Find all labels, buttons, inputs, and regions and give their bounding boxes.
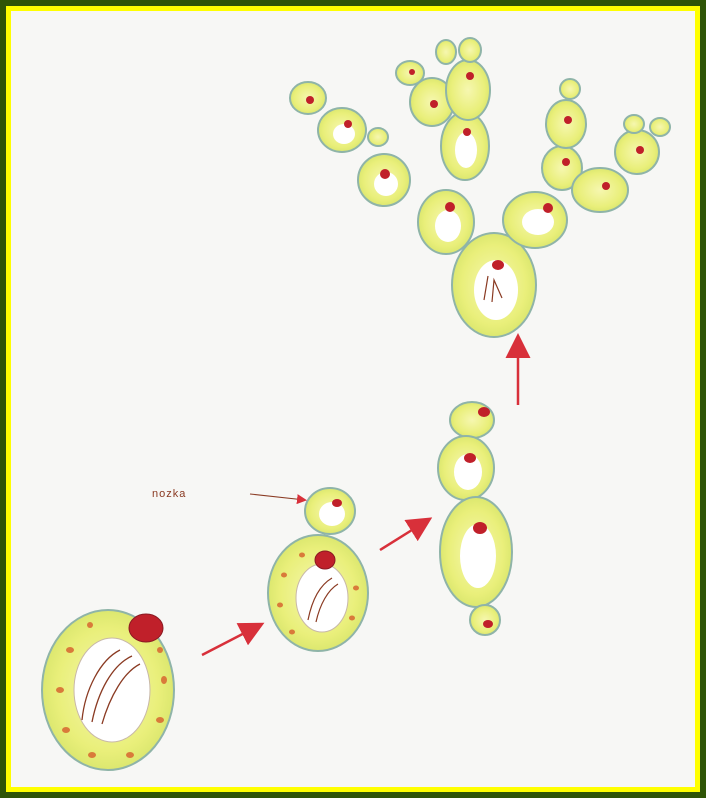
bud bbox=[305, 488, 355, 534]
budding-cell bbox=[268, 488, 368, 651]
arrow-2 bbox=[380, 520, 428, 550]
mother-cell bbox=[42, 610, 174, 770]
branching-colony bbox=[290, 38, 670, 337]
cell-chain bbox=[438, 402, 512, 635]
arrow-1 bbox=[202, 625, 260, 655]
bud-label: nozka bbox=[152, 488, 186, 500]
label-pointer bbox=[250, 494, 305, 500]
